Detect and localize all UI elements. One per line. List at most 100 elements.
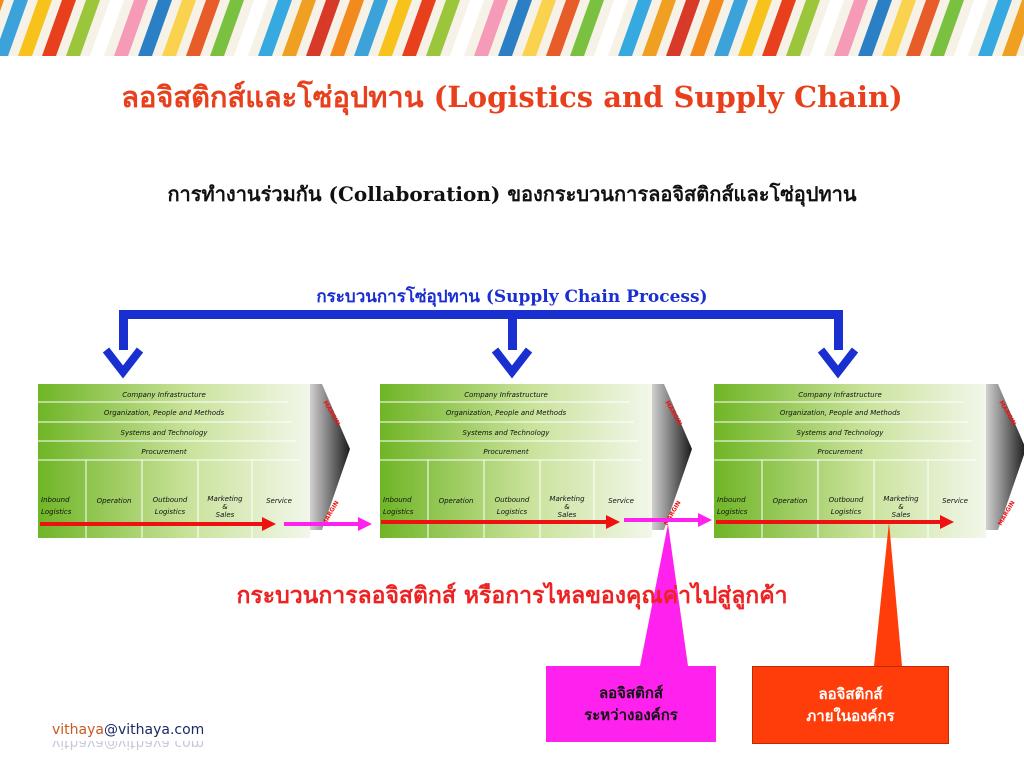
primary-activity-label: Logistics [41, 508, 72, 516]
decorative-stripe [546, 0, 580, 56]
red-flow-arrow-icon [262, 517, 276, 531]
primary-activity-label: Marketing [207, 495, 243, 503]
page-title: ลอจิสติกส์และโซ่อุปทาน (Logistics and Su… [121, 80, 903, 114]
decorative-stripe [66, 0, 100, 56]
decorative-stripe [738, 0, 772, 56]
inter-org-line2: ระหว่างองค์กร [584, 706, 678, 724]
primary-activity-label: Logistics [831, 508, 862, 516]
chevron-margin-icon [978, 384, 1024, 530]
footer-email: vithaya@vithaya.com [52, 722, 204, 738]
decorative-stripe [570, 0, 604, 56]
support-activity-label: Company Infrastructure [122, 391, 206, 399]
primary-activity-label: Outbound [829, 496, 864, 504]
decorative-stripe [690, 0, 724, 56]
decorative-stripes-banner [0, 0, 1024, 56]
blue-down-arrow-icon [491, 347, 533, 379]
support-activity-label: Systems and Technology [797, 429, 885, 437]
decorative-stripe [378, 0, 412, 56]
primary-activity-label: Operation [97, 497, 132, 505]
primary-activity-label: Outbound [495, 496, 530, 504]
support-activity-label: Company Infrastructure [798, 391, 882, 399]
primary-activity-label: Sales [216, 511, 235, 519]
decorative-stripe [138, 0, 172, 56]
chevron-margin-icon [302, 384, 350, 530]
decorative-stripe [450, 0, 484, 56]
primary-activity-label: Inbound [383, 496, 412, 504]
decorative-stripe [642, 0, 676, 56]
decorative-stripe [162, 0, 196, 56]
support-activity-label: Procurement [817, 448, 862, 456]
decorative-stripe [354, 0, 388, 56]
inter-org-callout-pointer [640, 524, 688, 666]
decorative-stripe [186, 0, 220, 56]
intra-org-line1: ลอจิสติกส์ [818, 685, 883, 703]
decorative-stripe [714, 0, 748, 56]
primary-activity-label: Sales [892, 511, 911, 519]
decorative-stripe [210, 0, 244, 56]
inter-org-line1: ลอจิสติกส์ [598, 684, 664, 702]
primary-activity-label: Outbound [153, 496, 188, 504]
decorative-stripe [906, 0, 940, 56]
primary-activity-label: Operation [439, 497, 474, 505]
intra-org-logistics-box: ลอจิสติกส์ ภายในองค์กร [752, 666, 949, 744]
value-chain-body [380, 384, 652, 538]
decorative-stripe [978, 0, 1012, 56]
primary-activity-label: Inbound [717, 496, 746, 504]
primary-activity-label: & [898, 503, 904, 511]
support-activity-label: Organization, People and Methods [104, 409, 225, 417]
decorative-stripe [594, 0, 628, 56]
decorative-stripe [498, 0, 532, 56]
decorative-stripe [18, 0, 52, 56]
primary-activity-label: Operation [773, 497, 808, 505]
primary-activity-label: Inbound [41, 496, 70, 504]
supply-chain-bracket [102, 310, 859, 379]
decorative-stripe [0, 0, 4, 12]
page-subtitle: การทำงานร่วมกัน (Collaboration) ของกระบว… [167, 182, 857, 206]
logistics-flow-label: กระบวนการลอจิสติกส์ หรือการไหลของคุณค่าไ… [236, 583, 788, 609]
footer-reflection: vithaya@vithaya.com [52, 741, 205, 751]
decorative-stripe [618, 0, 652, 56]
primary-activity-label: Service [608, 497, 634, 505]
decorative-stripe [954, 0, 988, 56]
red-flow-arrow-icon [940, 515, 954, 529]
support-activity-label: Company Infrastructure [464, 391, 548, 399]
intra-org-callout-pointer [874, 522, 902, 666]
decorative-stripe [258, 0, 292, 56]
primary-activity-label: Logistics [383, 508, 414, 516]
primary-activity-label: Marketing [549, 495, 585, 503]
decorative-stripe [762, 0, 796, 56]
support-activity-label: Organization, People and Methods [446, 409, 567, 417]
magenta-link-arrow-icon [698, 513, 712, 527]
primary-activity-label: Service [942, 497, 968, 505]
decorative-stripe [834, 0, 868, 56]
footer-domain: @vithaya.com [103, 722, 205, 738]
inter-org-logistics-box: ลอจิสติกส์ ระหว่างองค์กร [546, 666, 716, 742]
support-activity-label: Systems and Technology [121, 429, 209, 437]
decorative-stripe [282, 0, 316, 56]
logistics-flow-arrows [40, 513, 954, 531]
decorative-stripe [1002, 0, 1024, 56]
blue-down-arrow-icon [817, 347, 859, 379]
primary-activity-label: Logistics [497, 508, 528, 516]
decorative-stripe [330, 0, 364, 56]
support-activity-label: Procurement [141, 448, 186, 456]
decorative-stripe [0, 0, 28, 56]
decorative-stripe [426, 0, 460, 56]
decorative-stripe [810, 0, 844, 56]
decorative-stripe [402, 0, 436, 56]
decorative-stripe [474, 0, 508, 56]
support-activity-label: Procurement [483, 448, 528, 456]
primary-activity-label: Logistics [155, 508, 186, 516]
primary-activity-label: Service [266, 497, 292, 505]
decorative-stripe [306, 0, 340, 56]
decorative-stripe [882, 0, 916, 56]
primary-activity-label: & [564, 503, 570, 511]
decorative-stripe [786, 0, 820, 56]
supply-chain-process-label: กระบวนการโซ่อุปทาน (Supply Chain Process… [316, 287, 708, 307]
decorative-stripe [114, 0, 148, 56]
decorative-stripe [858, 0, 892, 56]
support-activity-label: Organization, People and Methods [780, 409, 901, 417]
